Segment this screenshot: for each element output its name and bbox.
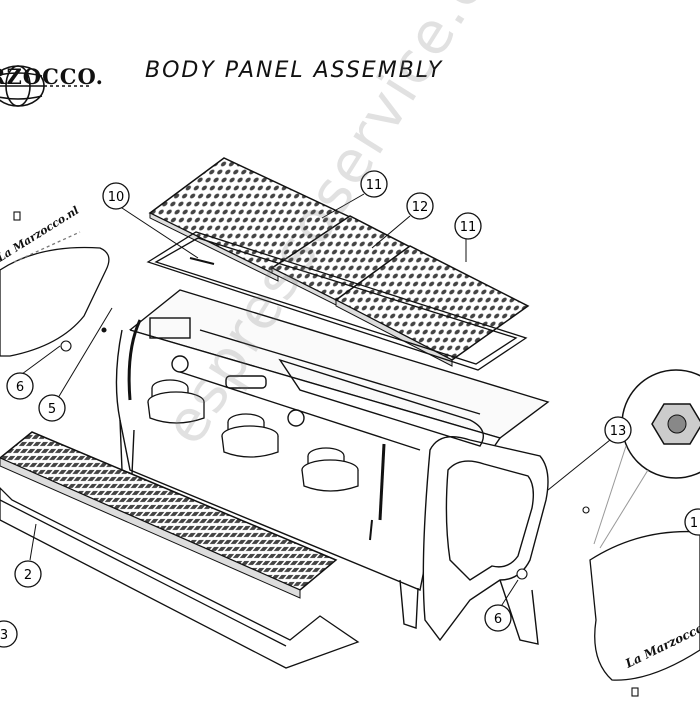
page-title: BODY PANEL ASSEMBLY [145, 58, 444, 83]
callout-5: 5 [38, 394, 66, 422]
svg-text:3: 3 [0, 628, 8, 643]
callout-6a: 6 [6, 372, 34, 400]
group-head-3 [301, 447, 359, 492]
svg-text:11: 11 [366, 178, 383, 193]
brand-logo-text: RZOCCO. [0, 64, 104, 89]
svg-text:6: 6 [494, 612, 502, 627]
callout-11a: 11 [360, 170, 388, 198]
side-panel-right [589, 530, 700, 681]
drip-tray-base [0, 487, 360, 669]
callout-6b: 6 [484, 604, 512, 632]
drip-tray-grill [0, 431, 338, 599]
top-frame-tray [146, 231, 528, 371]
callout-2: 2 [14, 560, 42, 588]
svg-text:13: 13 [610, 424, 627, 439]
svg-text:11: 11 [460, 220, 477, 235]
callout-3: 3 [0, 620, 18, 648]
side-panel-left [0, 231, 110, 357]
svg-text:10: 10 [108, 190, 125, 205]
hardware-parts [13, 211, 639, 697]
svg-text:6: 6 [16, 380, 24, 395]
nut-detail-magnifier [593, 369, 700, 549]
callout-1: 1 [684, 508, 700, 536]
machine-body [115, 289, 550, 645]
callout-10: 10 [102, 182, 130, 210]
globe-logo-icon [0, 65, 92, 107]
callout-12: 12 [406, 192, 434, 220]
group-head-1 [147, 379, 205, 424]
svg-text:1: 1 [690, 516, 698, 531]
svg-text:5: 5 [48, 402, 56, 417]
callout-13: 13 [604, 416, 632, 444]
callout-11b: 11 [454, 212, 482, 240]
svg-text:2: 2 [24, 568, 32, 583]
cup-tray-grill-left [148, 157, 354, 282]
cup-tray-grill-right [334, 245, 530, 367]
leader-lines [21, 193, 611, 609]
group-head-2 [221, 413, 279, 458]
svg-text:12: 12 [412, 200, 429, 215]
